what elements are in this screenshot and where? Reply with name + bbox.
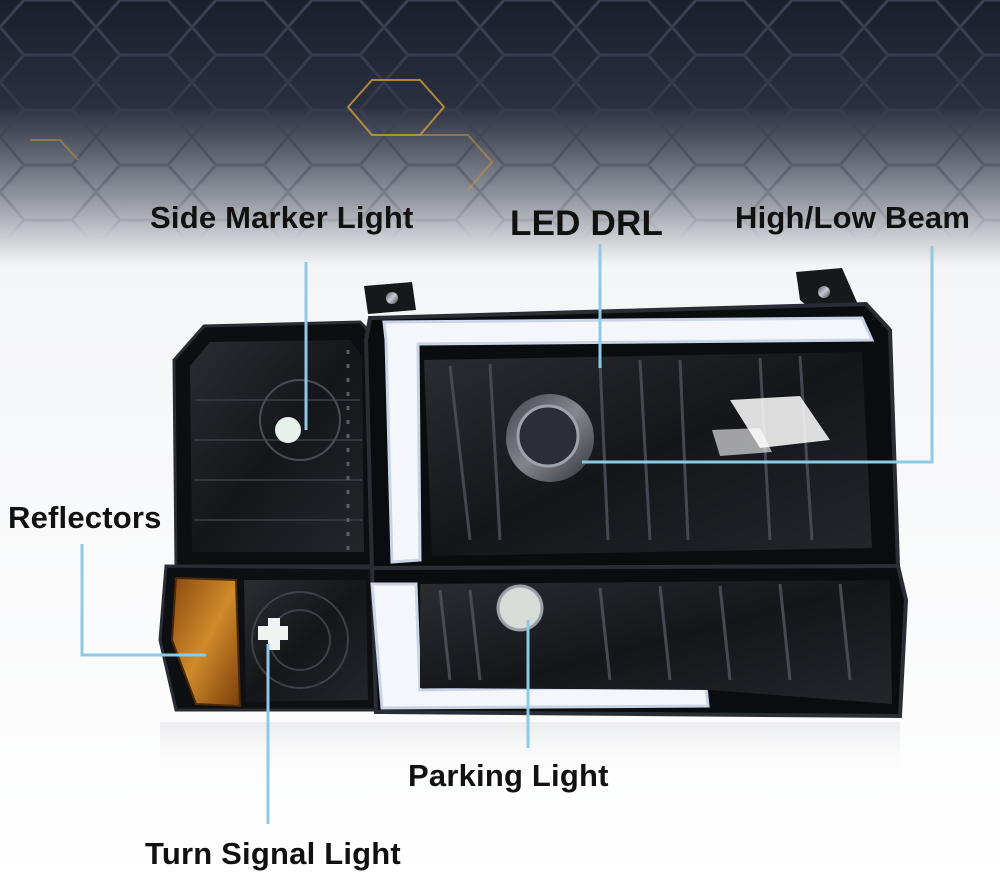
amber-reflector bbox=[170, 576, 242, 708]
beam-bulb bbox=[516, 404, 580, 468]
callout-beam bbox=[582, 246, 934, 464]
side-marker-light-label: Side Marker Light bbox=[150, 200, 414, 235]
side-marker-housing bbox=[172, 320, 382, 568]
reflectors-label: Reflectors bbox=[8, 500, 162, 535]
callout-lines bbox=[80, 244, 934, 824]
led-drl-bar bbox=[382, 316, 875, 564]
main-headlight-housing bbox=[363, 301, 901, 575]
parking-light-housing bbox=[369, 563, 909, 719]
hexagon-pattern bbox=[0, 0, 1000, 240]
hexagon-glow-accent-2 bbox=[420, 134, 494, 191]
turn-signal-bulb bbox=[258, 618, 288, 650]
floor-reflection bbox=[160, 722, 900, 782]
hexagon-glow-accent-3 bbox=[30, 139, 79, 161]
parking-light-label: Parking Light bbox=[408, 758, 609, 793]
high-low-beam-label: High/Low Beam bbox=[735, 200, 971, 235]
side-marker-bulb bbox=[275, 417, 301, 443]
parking-light-bulb bbox=[496, 584, 544, 632]
turn-signal-housing bbox=[158, 564, 378, 712]
callout-reflectors bbox=[80, 544, 206, 657]
led-drl-label: LED DRL bbox=[510, 204, 664, 243]
turn-signal-light-label: Turn Signal Light bbox=[145, 836, 401, 871]
mounting-bracket-left bbox=[364, 282, 416, 314]
